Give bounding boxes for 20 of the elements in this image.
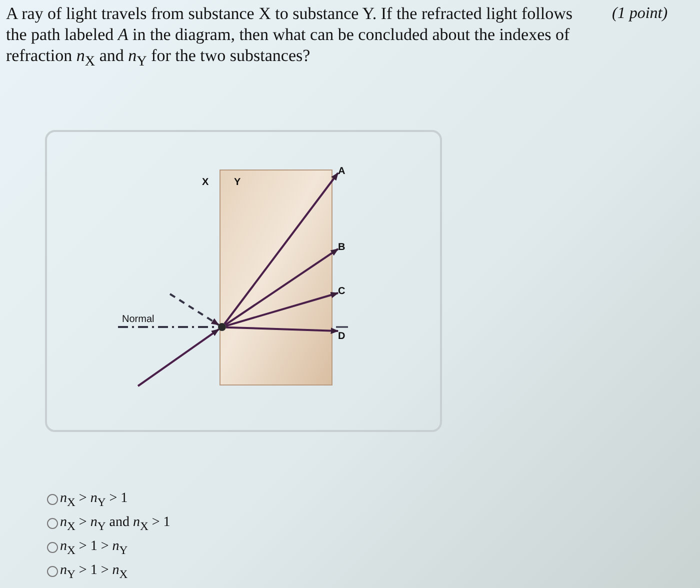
answer-option: n$_{Y}$ > 1 > n$_{X}$ bbox=[60, 562, 128, 584]
substance-label: Y bbox=[234, 177, 241, 189]
normal-label: Normal bbox=[122, 314, 154, 326]
question-text: A ray of light travels from substance X to substance Y. If the refracted light follows the path labeled A in the diagram, then what can be concluded about the indexes of refraction n$_{X}$ and n$_{Y}$ for the two substances? bbox=[6, 3, 574, 72]
light-ray bbox=[224, 172, 339, 324]
light-ray bbox=[137, 328, 220, 387]
ray-label: B bbox=[338, 242, 348, 255]
substance-label: X bbox=[202, 177, 209, 189]
ray-label: D bbox=[338, 331, 348, 344]
ray-label: C bbox=[338, 286, 348, 299]
answer-option: n$_{X}$ > n$_{Y}$ > 1 bbox=[60, 490, 128, 512]
light-ray bbox=[226, 326, 339, 334]
light-ray bbox=[226, 292, 339, 327]
incidence-point bbox=[218, 323, 226, 331]
answer-option: n$_{X}$ > n$_{Y}$ and n$_{X}$ > 1 bbox=[60, 514, 170, 536]
ray-label: A bbox=[338, 166, 348, 179]
light-ray bbox=[224, 248, 339, 326]
answer-option: n$_{X}$ > 1 > n$_{Y}$ bbox=[60, 538, 128, 560]
light-ray bbox=[169, 293, 220, 326]
points-note: (1 point) bbox=[612, 4, 668, 24]
